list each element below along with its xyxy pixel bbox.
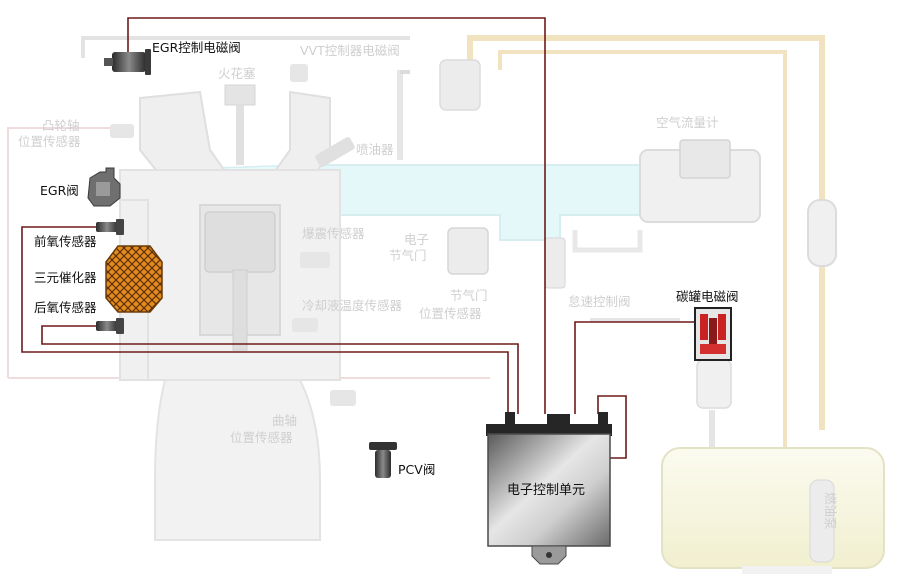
charcoal-canister — [696, 359, 732, 409]
egr-valve[interactable] — [87, 167, 121, 207]
front-o2-body — [96, 222, 118, 232]
label-spark-plug: 火花塞 — [218, 66, 256, 81]
fuel-pipe-return — [498, 50, 787, 450]
pcv-valve-body — [375, 450, 391, 478]
pcv-valve-cap — [369, 442, 397, 450]
canister-solenoid-plunger — [709, 318, 717, 348]
rear-o2-tip — [116, 318, 124, 334]
label-catalyst: 三元催化器 — [34, 270, 97, 285]
front-o2-tip — [116, 219, 124, 235]
canister-solenoid-valve[interactable] — [694, 307, 732, 361]
crank-sensor-shape — [330, 390, 356, 406]
throttle-body-shape — [447, 227, 489, 275]
pcv-valve[interactable] — [369, 442, 397, 478]
label-egr-valve: EGR阀 — [40, 183, 79, 198]
wire-ecu-loop — [597, 395, 627, 459]
fuel-tank — [661, 447, 885, 569]
control-wiring — [21, 17, 695, 459]
label-fuel-pump: 燃油泵 — [823, 492, 838, 530]
label-cam-sensor-2: 位置传感器 — [18, 134, 81, 149]
idle-pipe — [572, 230, 643, 253]
rear-o2-sensor[interactable] — [96, 318, 124, 334]
ecu-body — [487, 433, 611, 547]
label-ecu: 电子控制单元 — [507, 483, 585, 498]
fuel-filter-shape — [439, 59, 481, 111]
label-front-o2: 前氧传感器 — [34, 234, 97, 249]
vacuum-hose-top — [81, 36, 410, 58]
egr-solenoid-body — [112, 52, 146, 72]
ecu-connector-ridge — [486, 412, 612, 436]
injector-shape — [315, 137, 355, 167]
label-coolant-sensor: 冷却液温度传感器 — [302, 298, 403, 313]
vvt-solenoid-shape — [290, 64, 308, 82]
strong-labels: EGR控制电磁阀 EGR阀 前氧传感器 三元催化器 后氧传感器 PCV阀 碳罐电… — [34, 40, 739, 498]
label-crank-sensor-1: 曲轴 — [272, 413, 297, 428]
egr-solenoid-cap — [145, 49, 151, 75]
fuel-filter-right — [807, 199, 837, 267]
label-canister-solenoid: 碳罐电磁阀 — [676, 289, 739, 304]
label-injector: 喷油器 — [356, 142, 394, 157]
label-throttle-1: 电子 — [404, 232, 429, 247]
crankcase — [154, 379, 321, 541]
piston — [204, 211, 276, 273]
spark-plug-stem — [236, 105, 244, 165]
label-tps-1: 节气门 — [450, 288, 488, 303]
egr-solenoid-port — [104, 58, 113, 66]
background-engine — [7, 35, 885, 574]
knock-sensor-shape — [300, 252, 330, 268]
canister-solenoid-coil-left — [700, 314, 708, 340]
canister-solenoid-base — [700, 344, 726, 354]
label-vvt-solenoid: VVT控制器电磁阀 — [300, 43, 400, 58]
fuel-pump-shape — [809, 479, 835, 563]
wire-canister — [574, 321, 695, 414]
ecu-box[interactable] — [486, 412, 612, 565]
idle-valve-shape — [544, 237, 566, 289]
left-frame-line — [7, 127, 122, 378]
label-air-flow-meter: 空气流量计 — [656, 115, 719, 130]
connecting-rod — [232, 269, 248, 351]
air-flow-meter-box — [679, 139, 731, 179]
label-knock-sensor: 爆震传感器 — [302, 226, 365, 241]
egr-solenoid-valve[interactable] — [104, 49, 151, 75]
label-throttle-2: 节气门 — [389, 248, 427, 263]
spark-plug-shape — [224, 84, 256, 106]
wire-front-o2 — [21, 226, 509, 414]
cam-sensor-shape — [110, 124, 134, 138]
label-tps-2: 位置传感器 — [419, 306, 482, 321]
label-cam-sensor-1: 凸轮轴 — [42, 118, 80, 133]
rear-o2-body — [96, 321, 118, 331]
tank-bottom — [742, 566, 832, 574]
egr-valve-highlight — [96, 182, 110, 196]
label-idle-valve: 怠速控制阀 — [568, 294, 631, 309]
label-pcv-valve: PCV阀 — [398, 462, 435, 477]
catalytic-converter[interactable] — [105, 245, 163, 313]
coolant-sensor-shape — [292, 318, 318, 332]
label-crank-sensor-2: 位置传感器 — [230, 430, 293, 445]
label-egr-solenoid: EGR控制电磁阀 — [152, 40, 241, 55]
label-rear-o2: 后氧传感器 — [34, 300, 97, 315]
ecu-mount-hole — [546, 552, 552, 558]
catalyst-body — [105, 245, 163, 313]
wire-egr-solenoid — [127, 17, 546, 414]
faint-labels: VVT控制器电磁阀 火花塞 凸轮轴 位置传感器 喷油器 空气流量计 爆震传感器 … — [18, 43, 838, 530]
canister-solenoid-coil-right — [718, 314, 726, 340]
wire-rear-o2 — [41, 325, 519, 414]
front-o2-sensor[interactable] — [96, 219, 124, 235]
